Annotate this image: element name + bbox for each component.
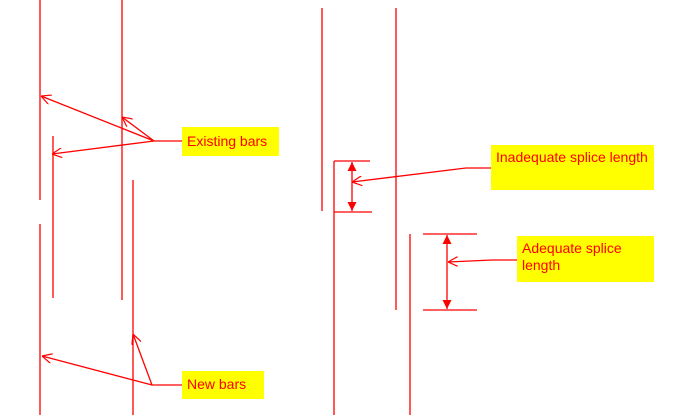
existing-leader-2	[122, 117, 155, 142]
inadequate-splice-label: Inadequate splice length	[491, 145, 654, 190]
adequate-splice-label: Adequate splice length	[517, 236, 654, 282]
new-bars-label: New bars	[182, 371, 264, 399]
existing-leader-3	[52, 140, 182, 154]
inadequate-leader	[352, 167, 491, 182]
new-leader-1	[42, 356, 153, 386]
adequate-leader	[448, 260, 517, 262]
existing-leader-1	[41, 96, 155, 142]
existing-bars-label: Existing bars	[182, 127, 279, 156]
new-leader-2	[133, 334, 182, 386]
